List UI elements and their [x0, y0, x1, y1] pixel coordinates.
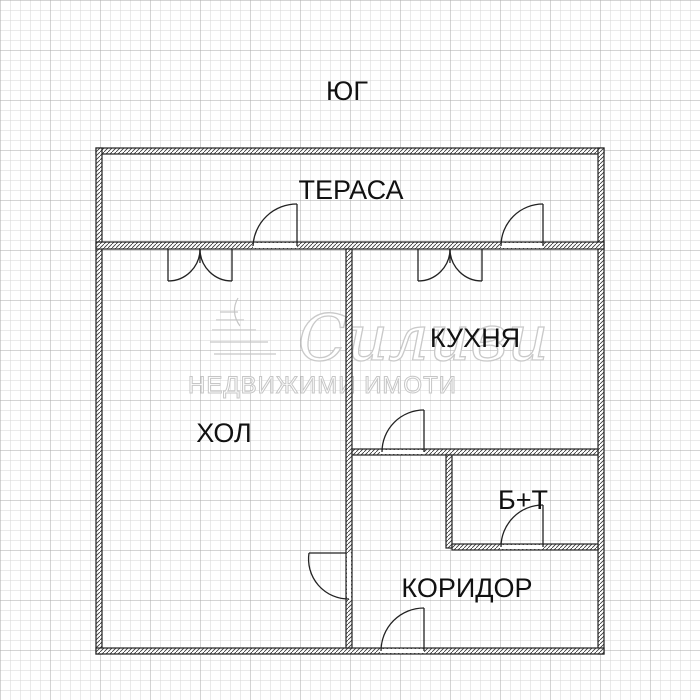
door-kitchen-icon: [381, 409, 425, 453]
door-openings: [253, 243, 543, 653]
door-bathroom-icon: [500, 504, 544, 548]
bathroom-wall-left: [445, 454, 453, 549]
watermark-script: Силиви: [298, 302, 549, 376]
door-hall-corridor-icon: [307, 552, 350, 600]
watermark-subtitle: НЕДВИЖИМИ ИМОТИ: [188, 372, 457, 399]
room-label-hall: ХОЛ: [196, 418, 252, 448]
doors: [167, 203, 544, 652]
room-label-kitchen: КУХНЯ: [430, 323, 520, 353]
room-label-corridor: КОРИДОР: [401, 573, 532, 603]
outer-wall-right: [597, 147, 605, 655]
outer-wall-left: [95, 147, 103, 655]
kitchen-wall: [351, 448, 599, 456]
watermark-logo-icon: [210, 297, 276, 355]
orientation-label: ЮГ: [326, 76, 368, 106]
room-label-terrace: ТЕРАСА: [298, 175, 403, 205]
french-door-hall-icon: [167, 248, 233, 282]
outer-wall-top: [95, 147, 605, 155]
watermark: Силиви НЕДВИЖИМИ ИМОТИ: [188, 297, 549, 400]
room-label-bathroom: Б+Т: [498, 485, 548, 515]
outer-wall-bottom: [95, 647, 605, 655]
door-kitchen-terrace-icon: [500, 203, 544, 247]
labels: ЮГ ТЕРАСА КУХНЯ ХОЛ Б+Т КОРИДОР: [196, 76, 548, 603]
walls: [95, 147, 605, 655]
french-door-kitchen-icon: [417, 248, 483, 282]
door-entrance-icon: [380, 607, 425, 652]
door-hall-terrace-icon: [252, 203, 298, 247]
